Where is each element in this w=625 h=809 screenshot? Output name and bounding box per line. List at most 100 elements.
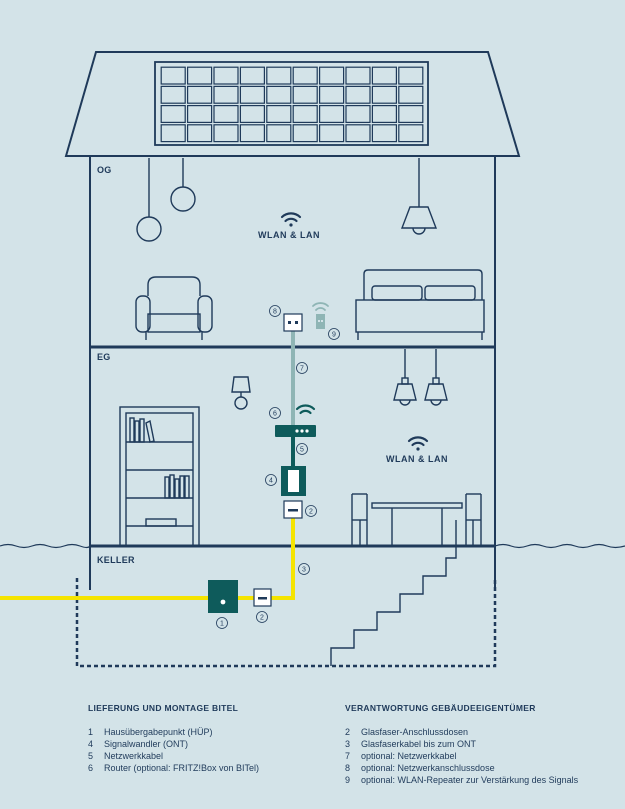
marker-2: 2 <box>256 611 268 623</box>
marker-5: 5 <box>296 443 308 455</box>
solar-cell <box>266 124 292 143</box>
solar-cell <box>371 85 397 104</box>
marker-1: 1 <box>216 617 228 629</box>
solar-cell <box>239 66 265 85</box>
legend-item-number: 4 <box>88 739 94 749</box>
solar-cell <box>266 85 292 104</box>
legend-title: LIEFERUNG UND MONTAGE BITEL <box>88 703 239 713</box>
svg-text:1: 1 <box>220 621 224 628</box>
legend-item: 2 Glasfaser-Anschlussdosen <box>345 726 595 738</box>
solar-cell <box>292 85 318 104</box>
svg-text:6: 6 <box>273 411 277 418</box>
legend-item-number: 7 <box>345 751 351 761</box>
solar-cell <box>398 104 424 123</box>
ceiling-lamp-icon <box>400 158 438 235</box>
wall-lamp-icon <box>231 376 251 410</box>
solar-cell <box>213 85 239 104</box>
svg-text:3: 3 <box>302 567 306 574</box>
legend-item-text: optional: WLAN-Repeater zur Verstärkung … <box>361 775 579 785</box>
legend-item-text: Router (optional: FRITZ!Box von BITel) <box>104 763 260 773</box>
legend-lieferung: LIEFERUNG UND MONTAGE BITEL 1 Hausübergab… <box>88 702 318 774</box>
wifi-icon <box>280 212 302 227</box>
legend-item-number: 9 <box>345 775 351 785</box>
legend-item-number: 6 <box>88 763 94 773</box>
solar-cell <box>187 66 213 85</box>
solar-cell <box>160 85 186 104</box>
solar-cell <box>319 124 345 143</box>
solar-cell <box>345 66 371 85</box>
solar-cell <box>239 104 265 123</box>
solar-cell <box>292 124 318 143</box>
marker-6: 6 <box>269 407 281 419</box>
pendant-lamps-eg-icon <box>393 349 448 406</box>
legend-item-text: Netzwerkkabel <box>104 751 164 761</box>
marker-9: 9 <box>328 328 340 340</box>
legend-item-text: optional: Netzwerkanschlussdose <box>361 763 495 773</box>
wifi-icon <box>407 436 429 451</box>
number-markers: 8 9 7 6 5 4 2 3 1 2 <box>216 305 340 629</box>
staircase-icon <box>330 520 457 666</box>
router-icon <box>275 404 316 437</box>
legend-item-text: Glasfaserkabel bis zum ONT <box>361 739 477 749</box>
solar-cell <box>345 124 371 143</box>
solar-cell <box>160 124 186 143</box>
legend-item: 6 Router (optional: FRITZ!Box von BITel) <box>88 762 318 774</box>
legend-item-number: 1 <box>88 727 94 737</box>
legend-item: 4 Signalwandler (ONT) <box>88 738 318 750</box>
solar-cell <box>187 124 213 143</box>
ground-line <box>0 543 625 549</box>
solar-cell <box>239 85 265 104</box>
legend-title: VERANTWORTUNG GEBÄUDEEIGENTÜMER <box>345 703 536 713</box>
bookshelf-icon <box>119 406 200 547</box>
solar-cell <box>345 104 371 123</box>
solar-cell <box>213 124 239 143</box>
solar-cell <box>213 104 239 123</box>
solar-cell <box>319 104 345 123</box>
solar-cell <box>398 66 424 85</box>
solar-panel-icon <box>154 61 429 146</box>
marker-7: 7 <box>296 362 308 374</box>
dining-table-icon <box>351 493 482 546</box>
legend-item-number: 8 <box>345 763 351 773</box>
legend-item-number: 3 <box>345 739 351 749</box>
fiber-socket-icon <box>253 588 272 607</box>
legend-item-text: Hausübergabepunkt (HÜP) <box>104 727 213 737</box>
legend-item-text: Signalwandler (ONT) <box>104 739 189 749</box>
legend-item: 9 optional: WLAN-Repeater zur Verstärkung… <box>345 774 595 786</box>
solar-cell <box>292 104 318 123</box>
fiber-socket-icon <box>283 500 303 519</box>
solar-cell <box>371 104 397 123</box>
marker-8: 8 <box>269 305 281 317</box>
svg-text:7: 7 <box>300 366 304 373</box>
legend-item-number: 2 <box>345 727 351 737</box>
legend-item: 7 optional: Netzwerkkabel <box>345 750 595 762</box>
svg-text:5: 5 <box>300 447 304 454</box>
pendant-lamp-icon <box>136 158 196 242</box>
solar-cell <box>213 66 239 85</box>
marker-4: 4 <box>265 474 277 486</box>
floor-label-eg: EG <box>97 352 111 362</box>
solar-cell <box>187 104 213 123</box>
solar-cell <box>239 124 265 143</box>
solar-cell <box>345 85 371 104</box>
solar-cell <box>266 66 292 85</box>
solar-cell <box>266 104 292 123</box>
basement-outline <box>75 578 497 668</box>
solar-cell <box>319 66 345 85</box>
svg-text:2: 2 <box>309 509 313 516</box>
legend-item-text: Glasfaser-Anschlussdosen <box>361 727 469 737</box>
solar-cell <box>398 85 424 104</box>
legend-item: 1 Hausübergabepunkt (HÜP) <box>88 726 318 738</box>
svg-text:9: 9 <box>332 332 336 339</box>
svg-text:2: 2 <box>260 615 264 622</box>
solar-cell <box>371 124 397 143</box>
legend-item-text: optional: Netzwerkkabel <box>361 751 457 761</box>
wlan-repeater-icon <box>312 302 329 329</box>
solar-cell <box>160 104 186 123</box>
ont-device-icon <box>281 466 306 496</box>
network-socket-icon <box>283 313 303 332</box>
huep-box-icon <box>208 580 238 613</box>
